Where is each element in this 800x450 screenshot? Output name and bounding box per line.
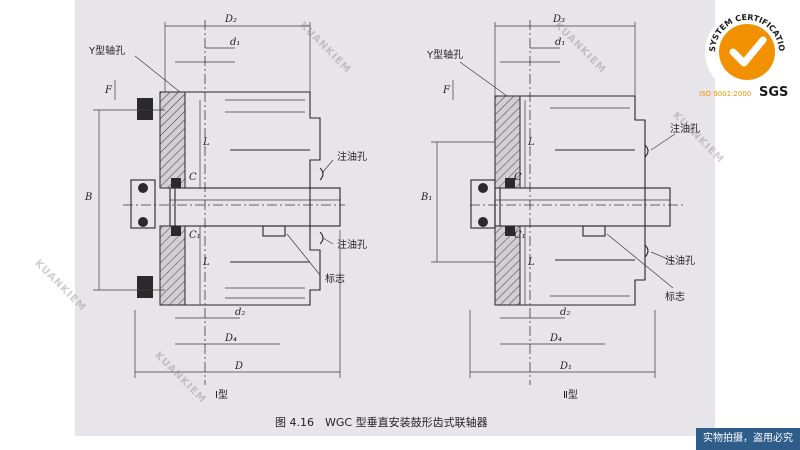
type-ii-dim-d1: d₁	[555, 37, 565, 48]
type-i-mark-label: 标志	[325, 272, 345, 285]
type-i-dim-F: F	[104, 85, 113, 96]
figure-caption: 图 4.16 WGC 型垂直安装鼓形齿式联轴器	[275, 415, 488, 429]
type-ii-dim-C: C	[514, 172, 522, 183]
type-i-dim-L-top: L	[202, 137, 210, 148]
type-ii-y-shaft-hole-label: Y型轴孔	[426, 48, 463, 61]
type-ii-drawing: D₃ d₁ F L C C₁ L B₁ d₂ D₄ D₁ Y型轴孔 注油孔 注油…	[420, 14, 700, 401]
type-i-label: Ⅰ型	[215, 388, 228, 401]
type-ii-oil-hole-top-label: 注油孔	[670, 122, 700, 135]
badge-iso-text: ISO 9001:2000	[699, 90, 751, 98]
badge-sgs-text: SGS	[759, 85, 788, 100]
type-ii-dim-L-top: L	[527, 137, 535, 148]
type-ii-dim-D4: D₄	[549, 333, 562, 344]
copyright-notice: 实物拍摄，盗用必究	[696, 428, 800, 450]
type-ii-dim-D3: D₃	[552, 14, 565, 25]
type-i-y-shaft-hole-label: Y型轴孔	[88, 44, 125, 57]
type-i-dim-C: C	[189, 172, 197, 183]
type-i-dim-B: B	[84, 192, 92, 203]
type-ii-dim-C1: C₁	[514, 230, 526, 241]
type-ii-dim-L-bottom: L	[527, 257, 535, 268]
type-i-dim-D: D	[234, 361, 243, 372]
check-icon	[729, 36, 767, 67]
coupling-diagram: D₂ d₁ F L C C₁ L B d₂ D₄ D Y型轴孔 注油孔 注油孔 …	[84, 14, 700, 429]
type-i-dim-d2: d₂	[235, 307, 245, 318]
type-i-dim-C1: C₁	[189, 230, 201, 241]
type-i-dim-L-bottom: L	[202, 257, 210, 268]
figure-paper: D₂ d₁ F L C C₁ L B d₂ D₄ D Y型轴孔 注油孔 注油孔 …	[75, 0, 715, 436]
type-ii-dim-B1: B₁	[420, 192, 432, 203]
certification-badge: SYSTEM CERTIFICATION ISO 9001:2000 SGS	[692, 0, 800, 105]
check-circle-icon	[719, 24, 775, 80]
type-ii-oil-hole-bottom-label: 注油孔	[665, 254, 695, 267]
type-i-dim-D4: D₄	[224, 333, 237, 344]
type-ii-mark-label: 标志	[665, 290, 685, 303]
type-ii-label: Ⅱ型	[563, 388, 578, 401]
type-i-oil-hole-top-label: 注油孔	[337, 150, 367, 163]
type-i-drawing: D₂ d₁ F L C C₁ L B d₂ D₄ D Y型轴孔 注油孔 注油孔 …	[84, 14, 367, 401]
type-i-oil-hole-bottom-label: 注油孔	[337, 238, 367, 251]
type-ii-dim-d2: d₂	[560, 307, 570, 318]
type-i-dim-D2: D₂	[224, 14, 237, 25]
type-ii-dim-F: F	[442, 85, 451, 96]
type-i-dim-d1: d₁	[230, 37, 240, 48]
type-ii-dim-D1: D₁	[559, 361, 572, 372]
